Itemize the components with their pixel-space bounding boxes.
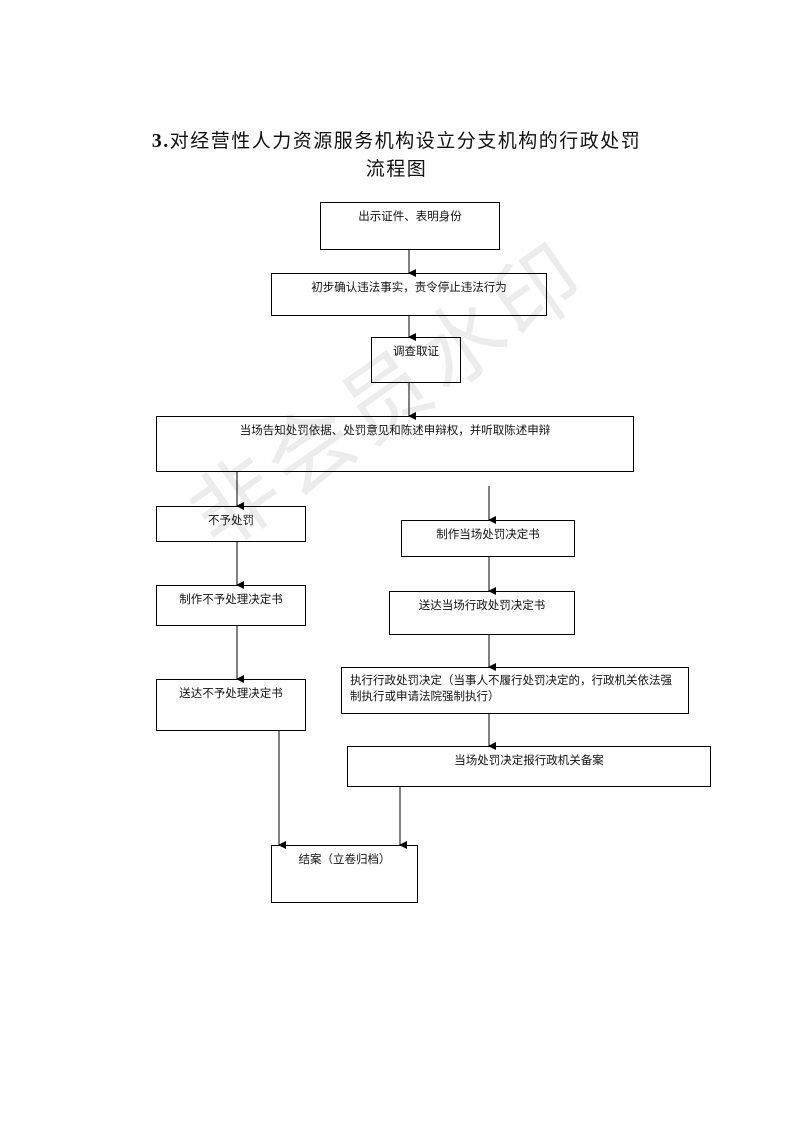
step-confirm-violation: 初步确认违法事实，责令停止违法行为 xyxy=(271,273,547,316)
step-execute: 执行行政处罚决定（当事人不履行处罚决定的，行政机关依法强制执行或申请法院强制执行… xyxy=(341,667,689,714)
step-close-case: 结案（立卷归档） xyxy=(271,845,418,903)
step-deliver-decision: 送达当场行政处罚决定书 xyxy=(389,591,575,635)
step-make-decision: 制作当场处罚决定书 xyxy=(401,520,575,557)
step-notify: 当场告知处罚依据、处罚意见和陈述申辩权，并听取陈述申辩 xyxy=(156,416,634,472)
step-report: 当场处罚决定报行政机关备案 xyxy=(347,746,711,787)
title-text: 对经营性人力资源服务机构设立分支机构的行政处罚 xyxy=(169,130,642,152)
title-number: 3. xyxy=(151,130,170,152)
step-make-no-penalty: 制作不予处理决定书 xyxy=(156,585,306,626)
step-show-id: 出示证件、表明身份 xyxy=(320,202,500,250)
step-no-penalty: 不予处罚 xyxy=(156,506,306,542)
page-subtitle: 流程图 xyxy=(365,158,428,180)
step-investigate: 调查取证 xyxy=(371,337,461,383)
page-title: 3.对经营性人力资源服务机构设立分支机构的行政处罚 xyxy=(0,126,793,153)
step-deliver-no-penalty: 送达不予处理决定书 xyxy=(156,679,306,731)
